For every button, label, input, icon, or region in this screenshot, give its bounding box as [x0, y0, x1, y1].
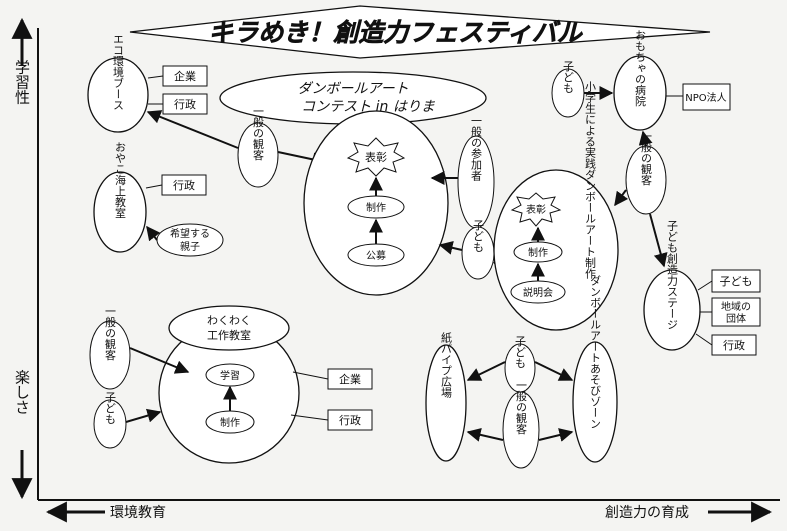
ippan-kankyaku-label-1: 一般の観客	[252, 106, 265, 162]
npo-label: NPO法人	[685, 91, 726, 104]
asobi-zone-label: ダンボールアートあそびゾーン	[589, 275, 602, 429]
title-banner	[129, 5, 711, 59]
seisaku-label-1: 制作	[366, 201, 386, 214]
x-left-label: 環境教育	[110, 505, 166, 521]
kigyo-label-2: 企業	[339, 372, 361, 386]
kodomo-label-4: 子ども	[104, 391, 117, 424]
link-kigyo-eco	[147, 75, 164, 79]
ippan-kankyaku-ellipse-3	[89, 320, 131, 390]
eco-booth-ellipse	[87, 57, 149, 133]
oyako-label: おやこ海上教室	[114, 141, 127, 218]
kodomo-stage-label: 子ども創造力ステージ	[666, 220, 679, 330]
arrow-kodomo4-to-wakuwaku	[125, 408, 162, 423]
ippan-kankyaku-label-4: 一般の観客	[515, 380, 528, 436]
kodomo-ellipse-4	[93, 399, 127, 449]
seisaku-label-2: 制作	[528, 246, 548, 259]
kodomo-label-3: 子ども	[720, 275, 753, 288]
arrow-kodomo5-to-asobi	[534, 361, 574, 381]
wakuwaku-title-ellipse	[168, 305, 290, 351]
ippan-kankyaku-ellipse-4	[502, 391, 540, 469]
chiiki-box	[711, 297, 761, 327]
y-top-label: 学習性	[13, 60, 31, 105]
kigyo-label-1: 企業	[174, 69, 196, 83]
gyosei-label-1: 行政	[174, 97, 196, 111]
arrow-audience2-to-stage	[649, 213, 668, 268]
wakuwaku-line-1: わくわく	[207, 314, 251, 327]
arrow-audience3-to-wakuwaku	[129, 347, 190, 374]
y-bottom-label: 楽しさ	[13, 370, 31, 415]
title-text: キラめき！創造力フェスティバル	[208, 18, 584, 47]
arrow-kodomo1-to-contest	[438, 240, 463, 255]
arrow-audience4-to-kamipipe	[466, 427, 504, 442]
hyosho-label-1: 表彰	[365, 150, 387, 164]
arrow-kibou-to-oyako	[146, 225, 161, 242]
ippan-kankyaku-ellipse-1	[237, 122, 279, 188]
oyako-ellipse	[93, 171, 147, 253]
link-gyosei3-stage	[695, 333, 713, 346]
omocha-label: おもちゃの病院	[634, 29, 647, 106]
arrow-kodomo5-to-kamipipe	[466, 361, 506, 381]
hyosho-burst-2	[510, 192, 562, 227]
chiiki-line-2: 団体	[726, 313, 746, 325]
arrow-audience1-to-eco	[146, 110, 239, 149]
kami-pipe-label: 紙パイプ広場	[440, 331, 453, 399]
kibou-oyako-line-1: 希望する	[170, 227, 210, 240]
kami-pipe-ellipse	[425, 344, 467, 462]
asobi-zone-ellipse	[572, 341, 618, 463]
kobo-label: 公募	[366, 249, 386, 262]
link-kigyo2-wakuwaku	[292, 371, 329, 380]
shogakusei-label: 小学生による実践ダンボールアート制作	[584, 81, 597, 279]
wakuwaku-line-2: 工作教室	[207, 328, 251, 342]
gyosei-label-2: 行政	[173, 178, 195, 192]
seisaku-label-3: 制作	[220, 416, 240, 429]
ippan-sankasha-label: 一般の参加者	[470, 115, 483, 182]
kodomo-label-2: 子ども	[562, 60, 575, 93]
contest-title-line-1: ダンボールアート	[297, 81, 408, 97]
contest-title-line-2: コンテスト in はりま	[301, 99, 436, 115]
setsumeikai-label: 説明会	[523, 286, 553, 299]
chiiki-line-1: 地域の	[721, 300, 751, 313]
kibou-oyako-line-2: 親子	[180, 240, 200, 253]
link-gyosei4-wakuwaku	[290, 414, 329, 421]
kodomo-stage-ellipse	[643, 269, 701, 351]
npo-box	[682, 83, 731, 111]
ippan-kankyaku-label-2: 一般の観客	[640, 131, 653, 187]
eco-booth-label: エコ環境ブース	[112, 34, 125, 111]
hyosho-label-2: 表彰	[526, 203, 546, 216]
arrow-audience4-to-asobi	[538, 428, 574, 442]
gyosei-label-3: 行政	[723, 338, 745, 352]
hyosho-burst-1	[346, 137, 406, 177]
link-gyosei2-oyako	[145, 184, 163, 189]
ippan-kankyaku-label-3: 一般の観客	[104, 306, 117, 362]
omocha-ellipse	[613, 55, 667, 131]
gakushu-label: 学習	[220, 369, 240, 382]
x-right-label: 創造力の育成	[605, 505, 689, 521]
arrow-audience2-to-omocha	[638, 130, 653, 147]
gyosei-label-4: 行政	[339, 413, 361, 427]
arrow-audience2-to-shogakusei	[614, 189, 629, 207]
kodomo-label-1: 子ども	[472, 219, 485, 252]
kodomo-label-5: 子ども	[514, 335, 527, 368]
link-kodomo3-stage	[697, 280, 713, 291]
